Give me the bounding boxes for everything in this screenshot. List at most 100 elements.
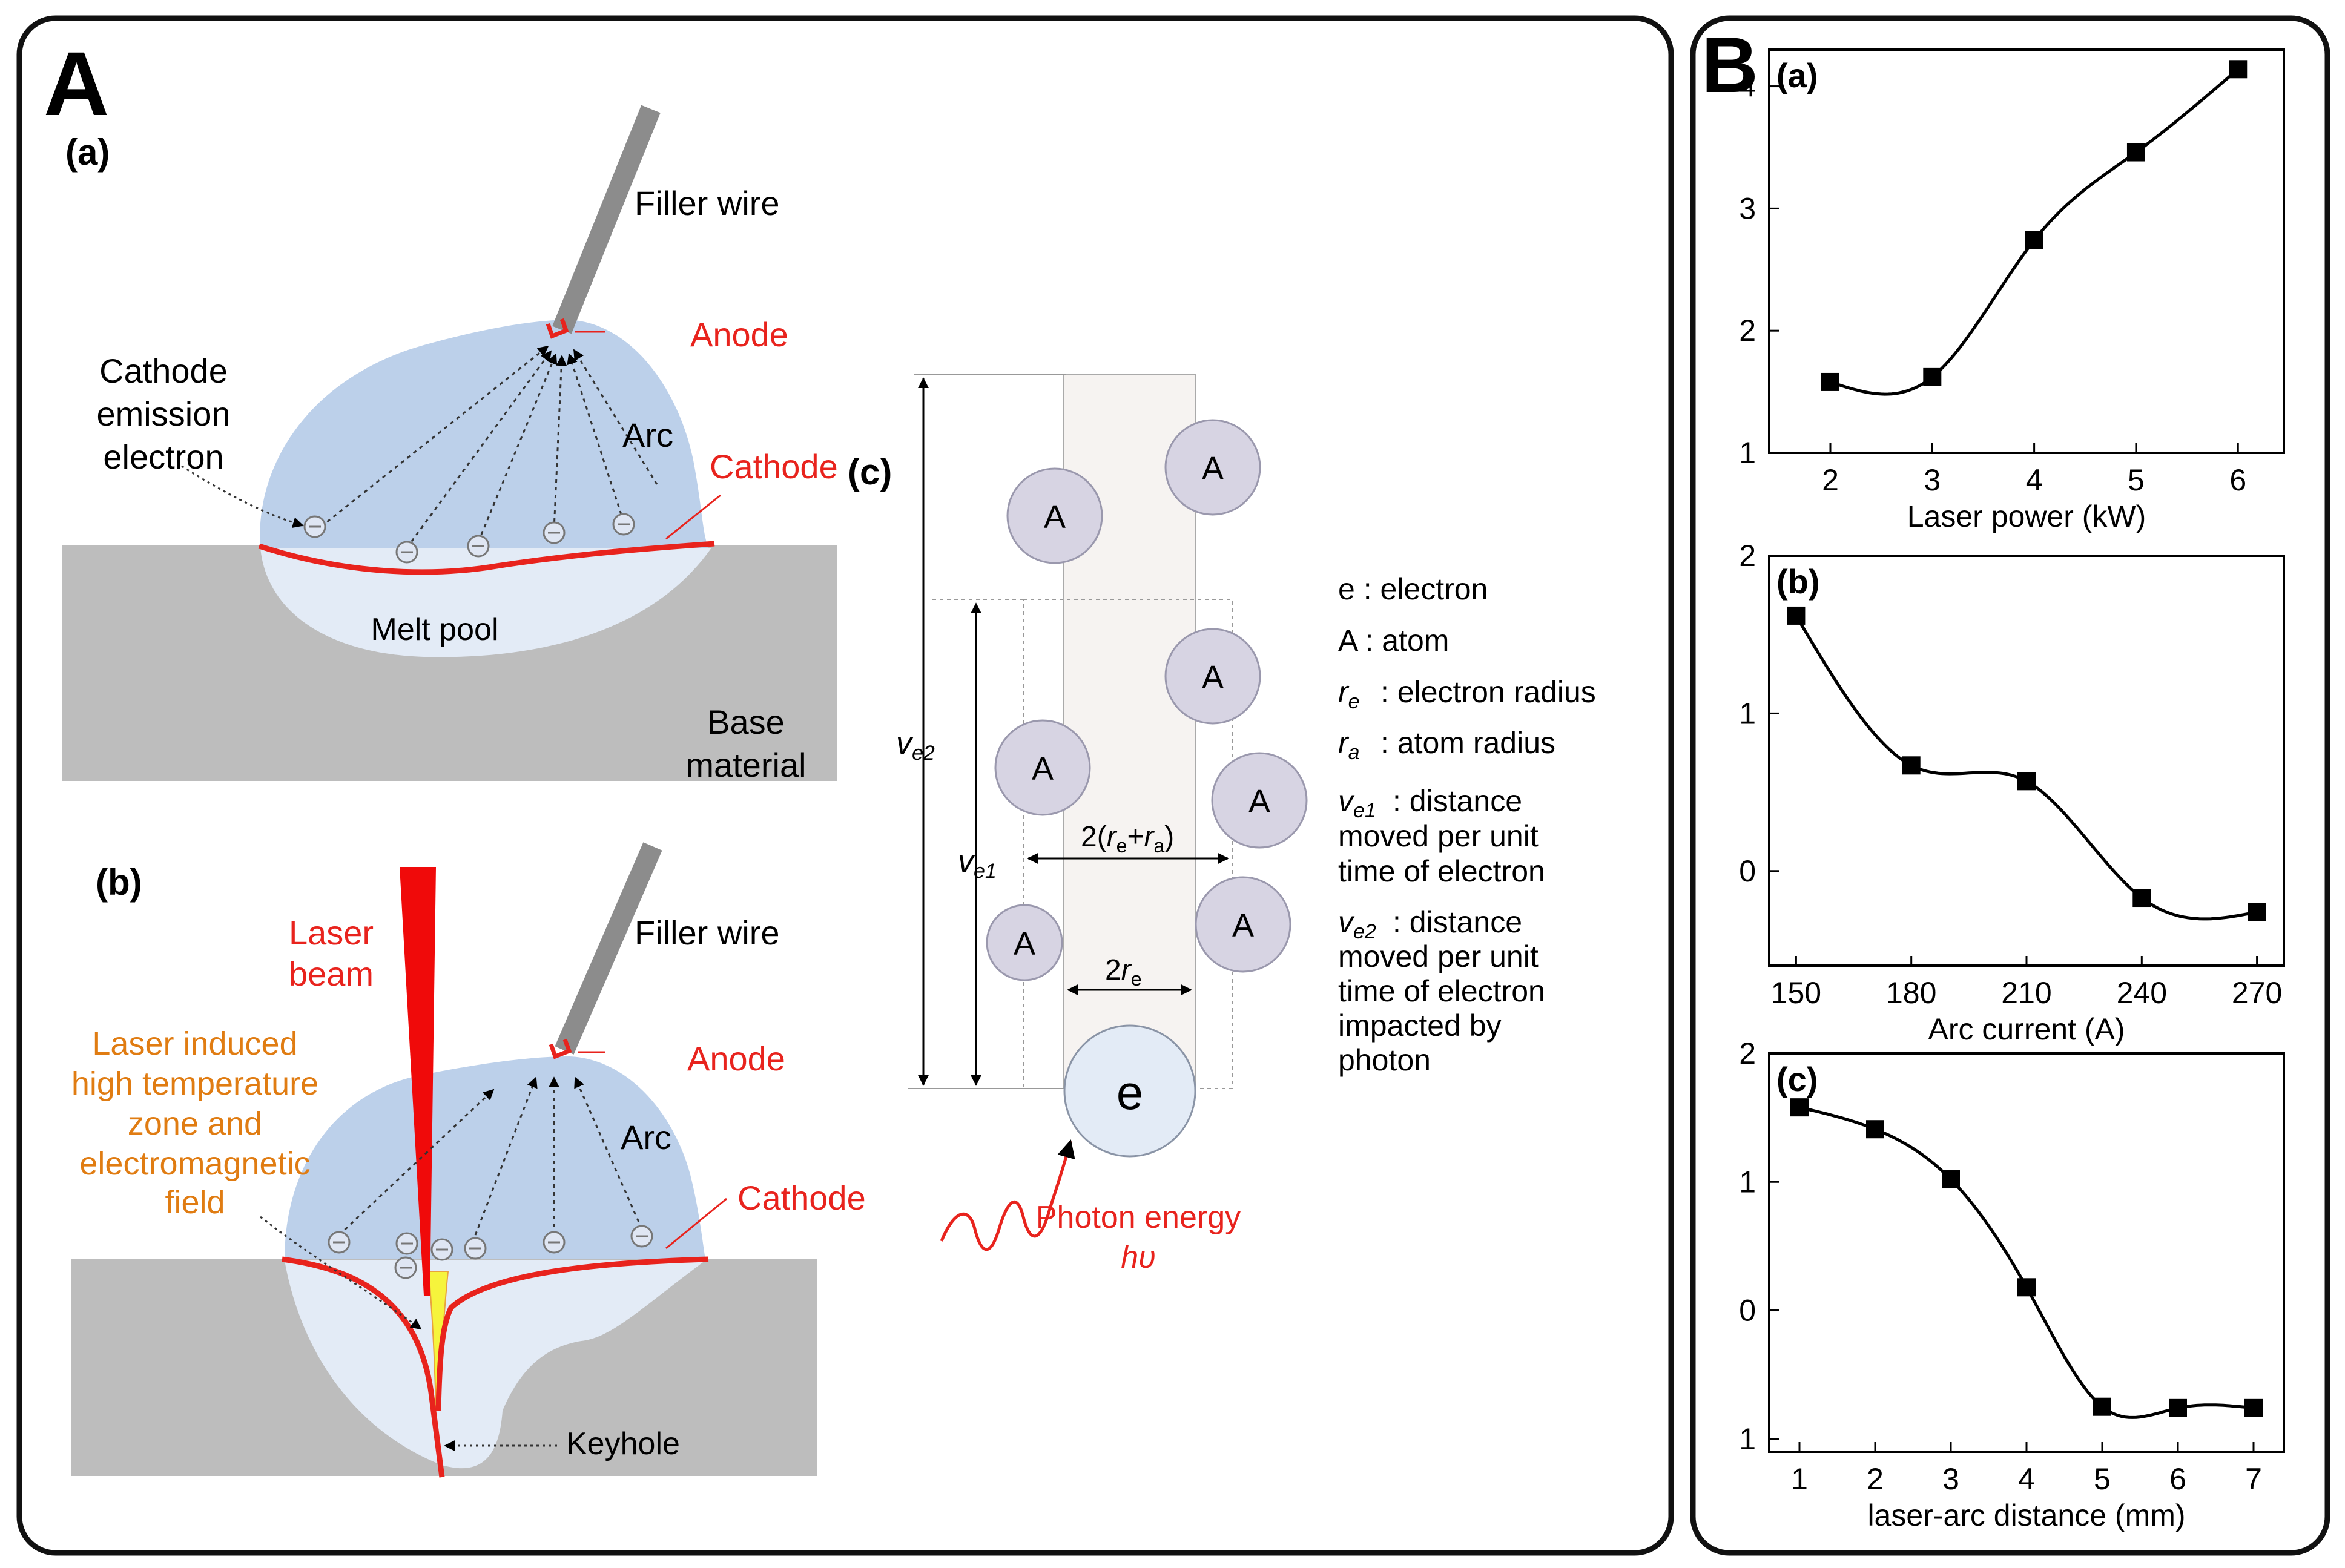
photon-label-2: hυ: [1121, 1240, 1156, 1275]
melt-pool: [260, 548, 711, 657]
laser-beam-label-1: Laser: [289, 914, 374, 952]
legend-electron: e : electron: [1338, 572, 1488, 606]
legend-ra-text: : atom radius: [1380, 726, 1555, 760]
arc-plume-b: [285, 1056, 705, 1259]
cathode-emission-label-1: Cathode: [99, 352, 228, 390]
x-axis-label: Laser power (kW): [1907, 499, 2146, 533]
y-tick-label: 4: [1739, 70, 1756, 104]
anode-tip: [546, 318, 569, 339]
x-tick-label: 150: [1771, 976, 1821, 1010]
ve1-label: ve1: [958, 844, 997, 883]
svg-text:A: A: [1044, 499, 1066, 535]
data-point: [2169, 1398, 2187, 1417]
data-point: [2244, 1398, 2263, 1417]
x-tick-label: 240: [2117, 976, 2167, 1010]
x-tick-label: 180: [1886, 976, 1936, 1010]
svg-text:e: e: [1116, 1066, 1144, 1119]
diameter-label: 2re: [1105, 954, 1141, 990]
x-tick-label: 270: [2232, 976, 2282, 1010]
legend-ve1-line2: moved per unit: [1338, 819, 1539, 853]
atom: A: [1195, 876, 1291, 973]
svg-text:A: A: [1232, 908, 1254, 944]
emission-arrow: [314, 345, 549, 533]
x-tick-label: 3: [1942, 1462, 1959, 1496]
panel-b-frame: [1690, 15, 2330, 1556]
laser-zone-label-3: zone and: [128, 1105, 262, 1142]
y-tick-label: 3: [1739, 191, 1756, 225]
x-tick-label: 210: [2001, 976, 2051, 1010]
panel-a-label: A: [44, 33, 109, 134]
filler-wire-b: [555, 842, 662, 1055]
legend-ve2-line4: impacted by: [1338, 1009, 1502, 1043]
data-point: [1790, 1098, 1809, 1117]
cathode-emission-leader: [181, 465, 304, 528]
y-tick-label: 1: [1739, 696, 1756, 730]
cathode-emission-label-2: emission: [97, 395, 231, 433]
arc-plume: [260, 320, 709, 548]
legend-ve2-line2: moved per unit: [1338, 940, 1539, 973]
y-tick-label: 2: [1739, 1036, 1756, 1070]
diagram-laser-arc-hybrid: (b) Laser beam Filler wire Anode Arc Cat…: [71, 842, 866, 1478]
sub-c-label: (c): [848, 452, 892, 492]
x-tick-label: 3: [1924, 463, 1941, 497]
sub-b-label: (b): [96, 862, 142, 903]
melt-pool-b: [285, 1260, 705, 1469]
keyhole-label: Keyhole: [566, 1426, 680, 1461]
data-point: [1923, 367, 1942, 386]
data-point: [2017, 1278, 2036, 1297]
svg-text:A: A: [1248, 783, 1270, 820]
x-tick-label: 2: [1867, 1462, 1884, 1496]
y-tick-label: 1: [1739, 436, 1756, 470]
arc-label-b: Arc: [621, 1118, 671, 1156]
data-point: [1902, 756, 1921, 775]
data-point: [2248, 903, 2266, 921]
emission-arrow: [573, 349, 658, 485]
y-tick-label: 2: [1739, 314, 1756, 348]
cathode-leader-b: [665, 1197, 727, 1250]
electron-icon: [328, 1231, 351, 1254]
laser-zone-label-1: Laser induced: [92, 1026, 297, 1062]
laser-zone-label-4: electromagnetic: [79, 1145, 310, 1182]
legend-ve2-line5: photon: [1338, 1043, 1431, 1077]
emission-arrow: [406, 350, 552, 548]
data-point: [1787, 606, 1806, 625]
cathode-leader: [665, 494, 721, 540]
emission-arrow: [553, 355, 567, 530]
laser-zone-label-2: high temperature: [71, 1066, 318, 1102]
chart-title: (a): [1776, 56, 1818, 94]
svg-text:A: A: [1032, 751, 1054, 787]
data-point: [2126, 143, 2145, 162]
data-point: [1866, 1120, 1884, 1139]
base-material-label-1: Base: [707, 703, 785, 741]
sub-a-label: (a): [65, 132, 110, 173]
electron-icon: [630, 1225, 653, 1248]
electron-icon: [467, 535, 490, 558]
x-tick-label: 5: [2128, 463, 2145, 497]
electron-icon: [543, 1231, 566, 1254]
electron-icon: [303, 515, 326, 538]
data-point: [2025, 231, 2043, 249]
atom: A: [994, 719, 1091, 816]
legend-ve2-line3: time of electron: [1338, 974, 1545, 1008]
legend-ve2-line1: : distance: [1393, 905, 1522, 939]
filler-wire-label: Filler wire: [635, 184, 780, 222]
chart-title: (b): [1776, 562, 1820, 601]
anode-label-b: Anode: [687, 1039, 785, 1078]
ve2-label: ve2: [896, 726, 935, 765]
arc-label: Arc: [622, 416, 673, 454]
data-point: [2229, 60, 2248, 79]
svg-text:A: A: [1014, 926, 1035, 962]
electron: e: [1063, 1024, 1196, 1158]
photon-label-1: Photon energy: [1036, 1200, 1241, 1235]
x-tick-label: 1: [1791, 1462, 1808, 1496]
y-tick-label: 1: [1739, 1165, 1756, 1199]
filler-wire-label-b: Filler wire: [635, 914, 780, 952]
photon-wave: [940, 1139, 1075, 1251]
cathode-line-right: [435, 1256, 709, 1411]
cathode-label: Cathode: [710, 447, 838, 486]
data-point: [2093, 1397, 2111, 1416]
laser-beam-label-2: beam: [289, 955, 374, 993]
x-axis-label: Arc current (A): [1928, 1012, 2125, 1046]
legend-ve1-line3: time of electron: [1338, 854, 1545, 888]
x-tick-label: 6: [2229, 463, 2246, 497]
